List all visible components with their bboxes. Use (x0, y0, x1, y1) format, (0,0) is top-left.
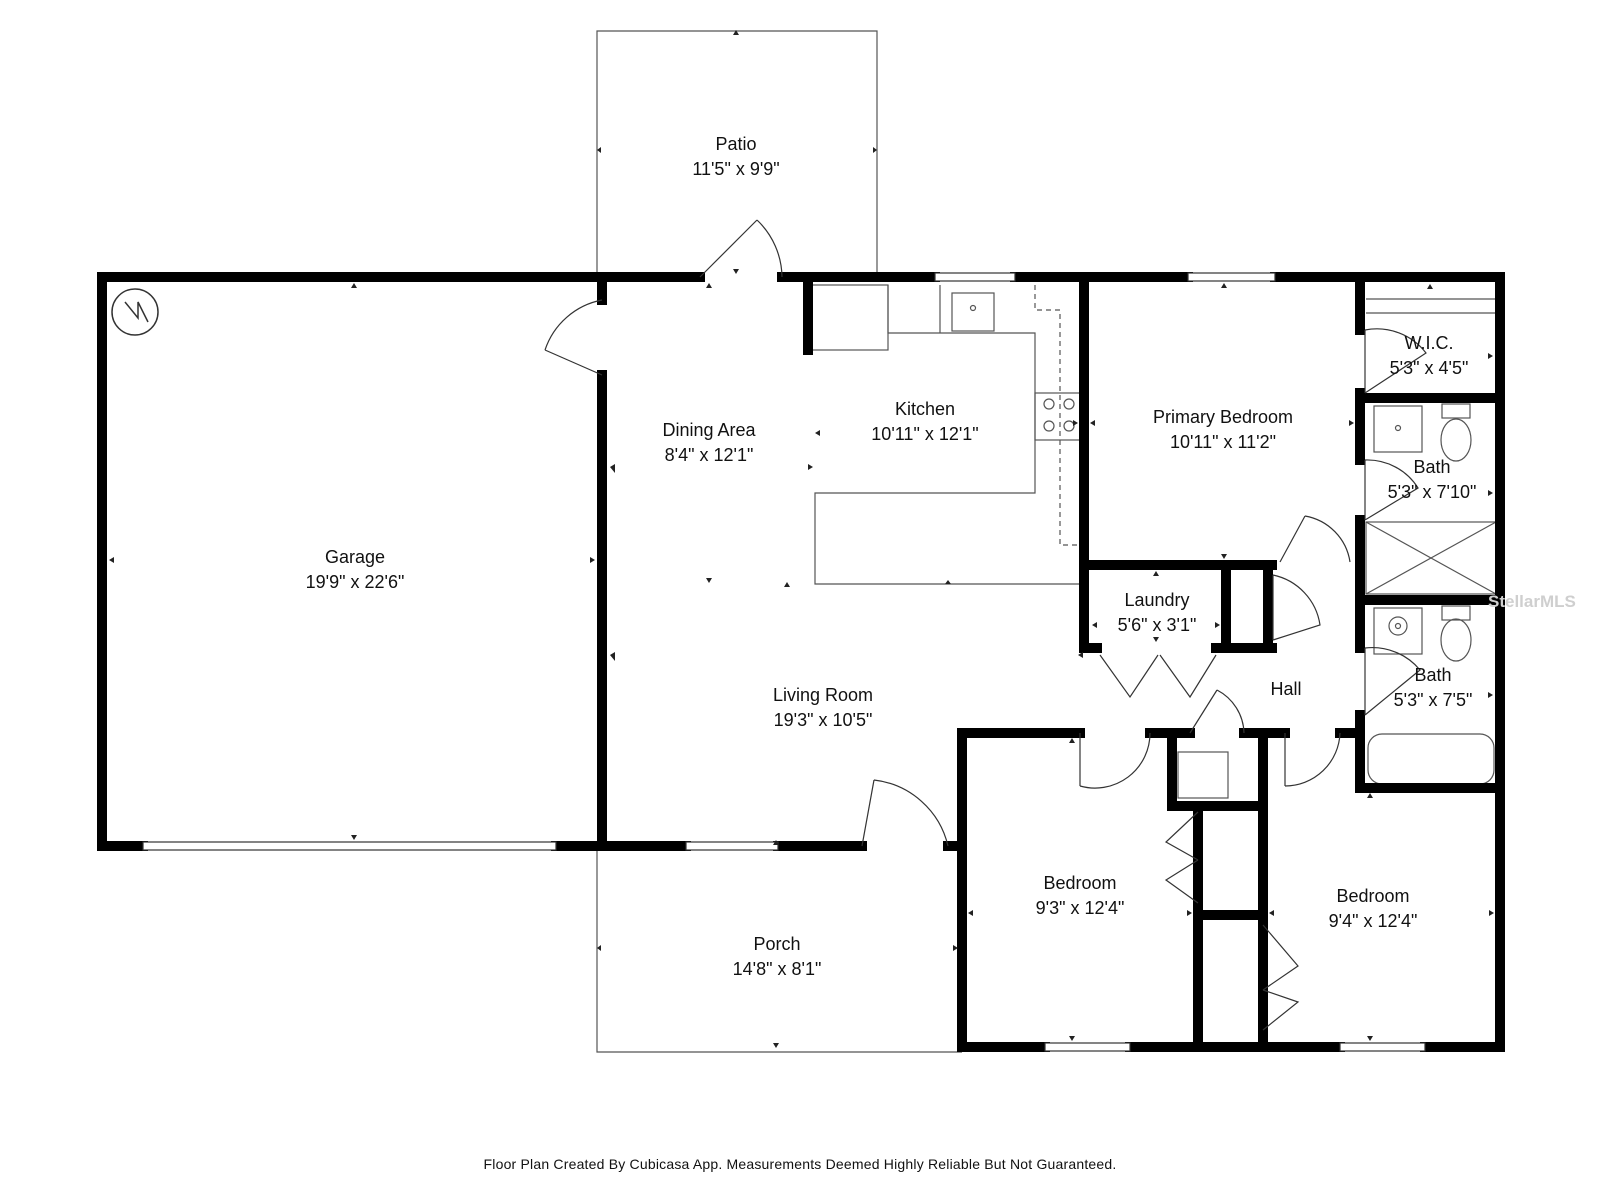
footer-disclaimer: Floor Plan Created By Cubicasa App. Meas… (483, 1156, 1117, 1172)
room-dimensions: 14'8" x 8'1" (732, 959, 822, 979)
room-label-dining-area: Dining Area 8'4" x 12'1" (662, 418, 755, 468)
room-name: Bedroom (1336, 886, 1410, 906)
room-label-garage: Garage 19'9" x 22'6" (306, 545, 405, 595)
room-label-patio: Patio 11'5" x 9'9" (692, 132, 779, 182)
room-dimensions: 8'4" x 12'1" (664, 445, 754, 465)
room-name: Bath (1413, 457, 1451, 477)
room-name: Porch (753, 934, 801, 954)
room-dimensions: 9'3" x 12'4" (1035, 898, 1125, 918)
doors (544, 219, 1427, 1031)
room-name: Dining Area (662, 420, 756, 440)
room-dimensions: 10'11" x 12'1" (871, 424, 979, 444)
room-dimensions: 19'9" x 22'6" (305, 572, 405, 592)
room-dimensions: 5'3" x 7'10" (1387, 482, 1477, 502)
room-label-bedroom-2: Bedroom 9'4" x 12'4" (1329, 884, 1418, 934)
patio-outline (596, 30, 878, 277)
watermark-logo: StellarMLS (1488, 592, 1576, 611)
room-name: Laundry (1124, 590, 1190, 610)
room-dimensions: 10'11" x 11'2" (1169, 432, 1277, 452)
walls (97, 272, 1505, 1052)
room-name: Garage (324, 547, 386, 567)
room-dimensions: 5'3" x 7'5" (1393, 690, 1473, 710)
room-name: Kitchen (894, 399, 956, 419)
room-name: Patio (715, 134, 757, 154)
bath-fixtures (1365, 298, 1497, 785)
room-label-bath-1: Bath 5'3" x 7'10" (1388, 455, 1477, 505)
room-label-living-room: Living Room 19'3" x 10'5" (773, 683, 873, 733)
windows (142, 272, 1426, 1052)
room-dimensions: 9'4" x 12'4" (1328, 911, 1418, 931)
room-label-laundry: Laundry 5'6" x 3'1" (1118, 588, 1197, 638)
room-dimensions: 5'3" x 4'5" (1389, 358, 1469, 378)
room-dimensions: 11'5" x 9'9" (692, 159, 780, 179)
room-label-primary-bedroom: Primary Bedroom 10'11" x 11'2" (1153, 405, 1293, 455)
room-dimensions: 5'6" x 3'1" (1117, 615, 1197, 635)
dimension-ticks (109, 30, 1494, 1048)
room-label-wic: W.I.C. 5'3" x 4'5" (1390, 331, 1469, 381)
room-label-kitchen: Kitchen 10'11" x 12'1" (871, 397, 978, 447)
room-label-porch: Porch 14'8" x 8'1" (733, 932, 822, 982)
room-name: Hall (1270, 679, 1302, 699)
water-heater-icon (111, 288, 159, 336)
room-name: W.I.C. (1404, 333, 1454, 353)
porch-outline (596, 850, 962, 1053)
room-name: Bedroom (1043, 873, 1117, 893)
room-dimensions: 19'3" x 10'5" (773, 710, 873, 730)
room-name: Bath (1414, 665, 1452, 685)
room-label-bath-2: Bath 5'3" x 7'5" (1394, 663, 1473, 713)
room-name: Living Room (772, 685, 874, 705)
room-label-hall: Hall (1270, 677, 1301, 702)
room-name: Primary Bedroom (1152, 407, 1294, 427)
room-label-bedroom-1: Bedroom 9'3" x 12'4" (1036, 871, 1125, 921)
closet-details (1177, 751, 1229, 799)
